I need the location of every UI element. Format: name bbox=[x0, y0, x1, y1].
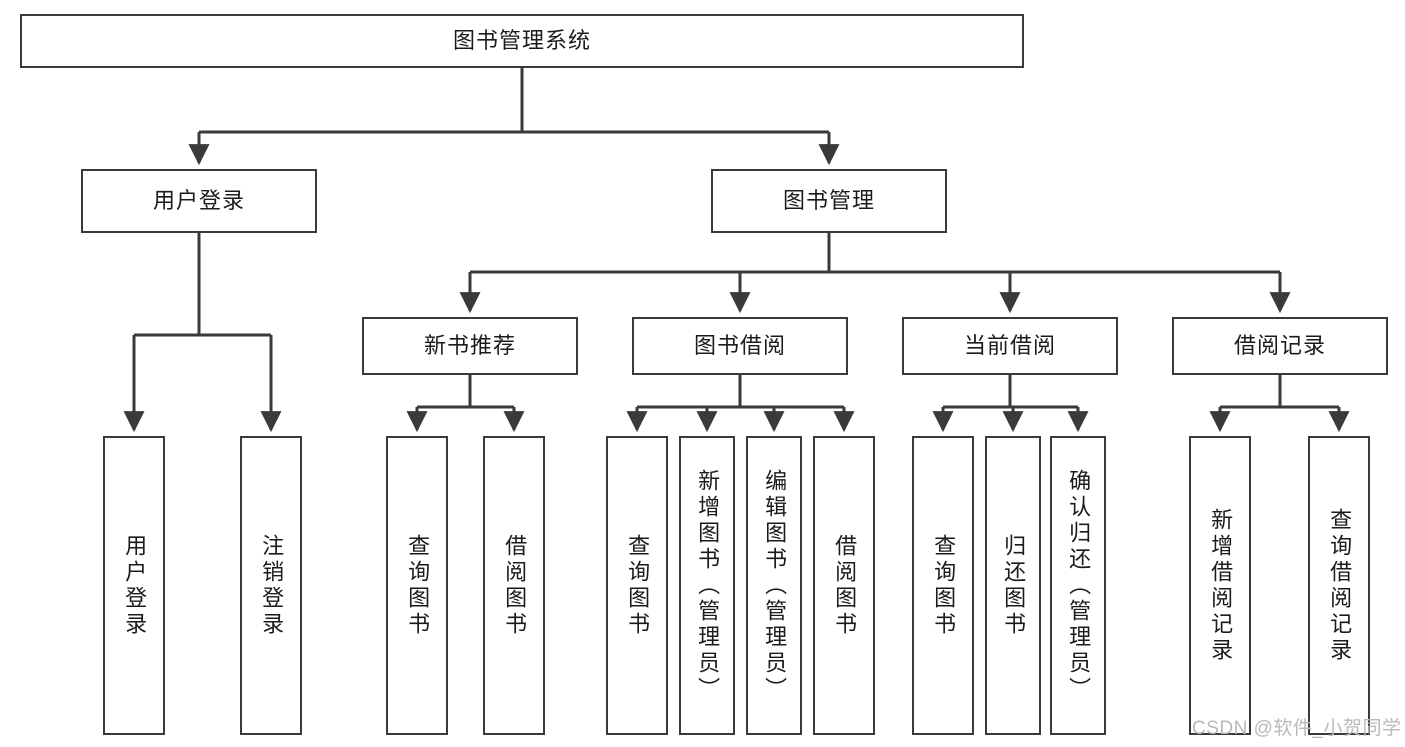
node-book-management[interactable]: 图书管理 bbox=[711, 169, 947, 233]
node-book-management-label: 图书管理 bbox=[782, 187, 875, 213]
leaf-logout-label: 注销登录 bbox=[259, 533, 285, 638]
node-new-book-recommend-label: 新书推荐 bbox=[423, 332, 516, 358]
leaf-add-borrow-record-label: 新增借阅记录 bbox=[1208, 507, 1234, 664]
node-borrow-record[interactable]: 借阅记录 bbox=[1172, 317, 1388, 375]
leaf-confirm-return-admin-label: 确认归还（管理员） bbox=[1066, 468, 1092, 703]
leaf-user-login-label: 用户登录 bbox=[122, 533, 148, 638]
leaf-borrow-book-recommend-label: 借阅图书 bbox=[502, 533, 528, 638]
leaf-query-book-recommend[interactable]: 查询图书 bbox=[386, 436, 448, 735]
node-book-borrow[interactable]: 图书借阅 bbox=[632, 317, 848, 375]
node-borrow-record-label: 借阅记录 bbox=[1233, 332, 1326, 358]
leaf-borrow-book-recommend[interactable]: 借阅图书 bbox=[483, 436, 545, 735]
leaf-user-login[interactable]: 用户登录 bbox=[103, 436, 165, 735]
leaf-edit-book-admin[interactable]: 编辑图书（管理员） bbox=[746, 436, 802, 735]
leaf-add-borrow-record[interactable]: 新增借阅记录 bbox=[1189, 436, 1251, 735]
leaf-add-book-admin[interactable]: 新增图书（管理员） bbox=[679, 436, 735, 735]
leaf-query-book-recommend-label: 查询图书 bbox=[405, 533, 431, 638]
node-current-borrow[interactable]: 当前借阅 bbox=[902, 317, 1118, 375]
leaf-confirm-return-admin[interactable]: 确认归还（管理员） bbox=[1050, 436, 1106, 735]
node-user-login-label: 用户登录 bbox=[152, 187, 245, 213]
leaf-return-book[interactable]: 归还图书 bbox=[985, 436, 1041, 735]
leaf-query-book-current[interactable]: 查询图书 bbox=[912, 436, 974, 735]
leaf-query-book-borrow[interactable]: 查询图书 bbox=[606, 436, 668, 735]
leaf-borrow-book-label: 借阅图书 bbox=[832, 533, 858, 638]
node-new-book-recommend[interactable]: 新书推荐 bbox=[362, 317, 578, 375]
node-book-borrow-label: 图书借阅 bbox=[693, 332, 786, 358]
leaf-query-book-borrow-label: 查询图书 bbox=[625, 533, 651, 638]
leaf-return-book-label: 归还图书 bbox=[1001, 533, 1027, 638]
node-current-borrow-label: 当前借阅 bbox=[963, 332, 1056, 358]
leaf-edit-book-admin-label: 编辑图书（管理员） bbox=[762, 468, 788, 703]
leaf-borrow-book[interactable]: 借阅图书 bbox=[813, 436, 875, 735]
leaf-query-book-current-label: 查询图书 bbox=[931, 533, 957, 638]
node-root[interactable]: 图书管理系统 bbox=[20, 14, 1024, 68]
node-user-login[interactable]: 用户登录 bbox=[81, 169, 317, 233]
node-root-label: 图书管理系统 bbox=[452, 27, 591, 53]
leaf-query-borrow-record[interactable]: 查询借阅记录 bbox=[1308, 436, 1370, 735]
leaf-add-book-admin-label: 新增图书（管理员） bbox=[695, 468, 721, 703]
leaf-logout[interactable]: 注销登录 bbox=[240, 436, 302, 735]
leaf-query-borrow-record-label: 查询借阅记录 bbox=[1327, 507, 1353, 664]
